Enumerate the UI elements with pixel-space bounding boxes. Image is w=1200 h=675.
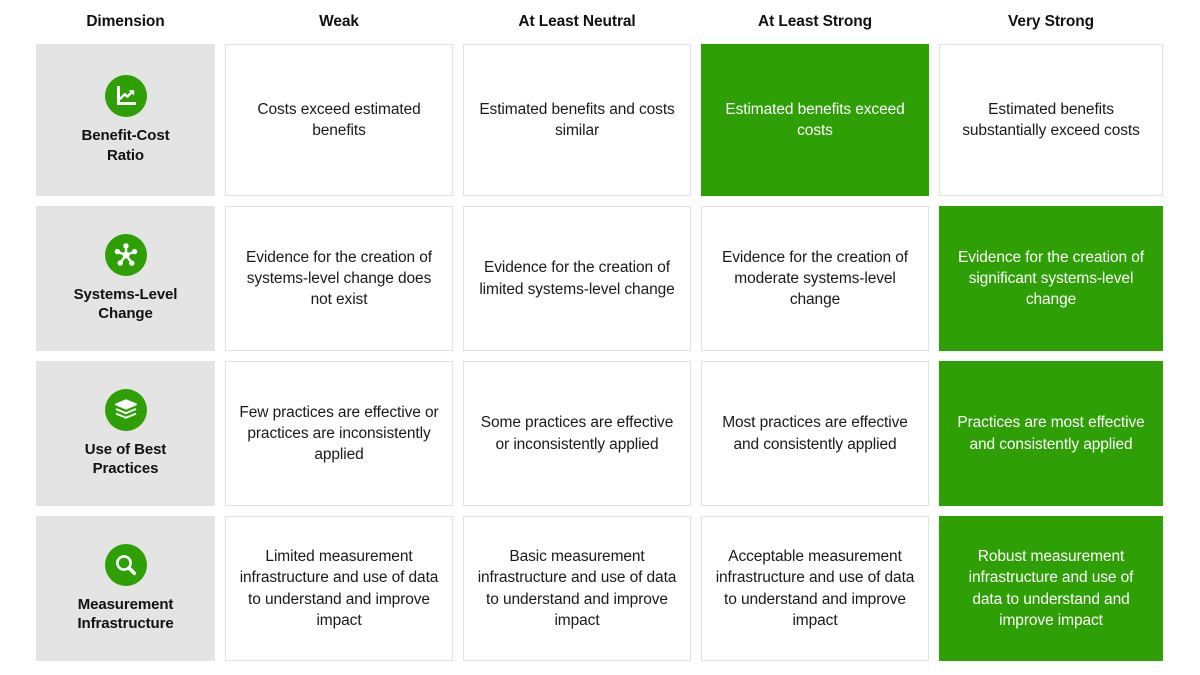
column-header-very-strong: Very Strong <box>1008 13 1094 31</box>
cell-text: Estimated benefits and costs similar <box>479 100 675 139</box>
left-gutter <box>0 516 36 661</box>
cell-at-least-neutral[interactable]: Basic measurement infrastructure and use… <box>463 516 691 661</box>
magnifier-icon <box>104 543 147 586</box>
cell-text: Estimated benefits substantially exceed … <box>962 100 1140 139</box>
cell-text: Acceptable measurement infrastructure an… <box>715 548 915 629</box>
cell-text: Evidence for the creation of moderate sy… <box>722 248 908 309</box>
cell-text: Practices are most effective and consist… <box>957 414 1145 453</box>
cell-text: Most practices are effective and consist… <box>722 414 908 453</box>
cell-weak[interactable]: Costs exceed estimated benefits <box>225 44 453 196</box>
dimension-label: Measurement Infrastructure <box>77 595 174 632</box>
cell-text: Some practices are effective or inconsis… <box>480 414 674 453</box>
cell-text: Costs exceed estimated benefits <box>257 100 421 139</box>
table-row: Use of Best Practices Few practices are … <box>0 361 1200 506</box>
dimension-label: Systems-Level Change <box>73 285 178 322</box>
dimension-cell-measurement-infrastructure: Measurement Infrastructure <box>36 516 215 661</box>
column-header-at-least-neutral: At Least Neutral <box>518 13 636 31</box>
left-gutter <box>0 206 36 351</box>
cell-text: Few practices are effective or practices… <box>239 403 439 464</box>
gutter <box>929 206 939 351</box>
cell-weak[interactable]: Evidence for the creation of systems-lev… <box>225 206 453 351</box>
dimension-cell-systems-level-change: Systems-Level Change <box>36 206 215 351</box>
cell-text: Basic measurement infrastructure and use… <box>477 548 677 629</box>
cell-weak[interactable]: Few practices are effective or practices… <box>225 361 453 506</box>
cell-weak[interactable]: Limited measurement infrastructure and u… <box>225 516 453 661</box>
gutter <box>691 44 701 196</box>
left-gutter <box>0 361 36 506</box>
cell-text: Robust measurement infrastructure and us… <box>968 548 1134 629</box>
cell-at-least-neutral[interactable]: Estimated benefits and costs similar <box>463 44 691 196</box>
cell-at-least-strong[interactable]: Estimated benefits exceed costs <box>701 44 929 196</box>
cell-text: Evidence for the creation of limited sys… <box>479 259 675 298</box>
dimension-label: Use of Best Practices <box>84 440 167 477</box>
column-header-dimension: Dimension <box>86 13 165 31</box>
gutter <box>215 516 225 661</box>
cell-at-least-neutral[interactable]: Some practices are effective or inconsis… <box>463 361 691 506</box>
cell-very-strong[interactable]: Robust measurement infrastructure and us… <box>939 516 1163 661</box>
layers-stack-icon <box>104 388 147 431</box>
chart-growth-icon <box>104 75 147 118</box>
right-gutter <box>1163 361 1200 506</box>
gutter <box>691 206 701 351</box>
cell-very-strong[interactable]: Evidence for the creation of significant… <box>939 206 1163 351</box>
gutter <box>215 361 225 506</box>
network-hub-icon <box>104 233 147 276</box>
right-gutter <box>1163 44 1200 196</box>
right-gutter <box>1163 516 1200 661</box>
gutter <box>453 361 463 506</box>
gutter <box>929 516 939 661</box>
cell-at-least-neutral[interactable]: Evidence for the creation of limited sys… <box>463 206 691 351</box>
gutter <box>215 206 225 351</box>
gutter <box>453 516 463 661</box>
cell-text: Evidence for the creation of systems-lev… <box>246 248 432 309</box>
cell-text: Evidence for the creation of significant… <box>958 248 1144 309</box>
cell-very-strong[interactable]: Estimated benefits substantially exceed … <box>939 44 1163 196</box>
cell-at-least-strong[interactable]: Evidence for the creation of moderate sy… <box>701 206 929 351</box>
left-gutter <box>0 44 36 196</box>
gutter <box>929 44 939 196</box>
gutter <box>929 361 939 506</box>
gutter <box>215 44 225 196</box>
column-header-at-least-strong: At Least Strong <box>758 13 872 31</box>
table-row: Benefit-Cost Ratio Costs exceed estimate… <box>0 44 1200 196</box>
gutter <box>691 516 701 661</box>
cell-very-strong[interactable]: Practices are most effective and consist… <box>939 361 1163 506</box>
matrix-header-row: Dimension Weak At Least Neutral At Least… <box>0 0 1200 44</box>
right-gutter <box>1163 206 1200 351</box>
gutter <box>453 206 463 351</box>
cell-text: Estimated benefits exceed costs <box>725 100 905 139</box>
table-row: Systems-Level Change Evidence for the cr… <box>0 206 1200 351</box>
cell-at-least-strong[interactable]: Acceptable measurement infrastructure an… <box>701 516 929 661</box>
gutter <box>691 361 701 506</box>
table-row: Measurement Infrastructure Limited measu… <box>0 516 1200 661</box>
dimension-cell-benefit-cost-ratio: Benefit-Cost Ratio <box>36 44 215 196</box>
cell-text: Limited measurement infrastructure and u… <box>239 548 439 629</box>
dimension-cell-use-of-best-practices: Use of Best Practices <box>36 361 215 506</box>
cell-at-least-strong[interactable]: Most practices are effective and consist… <box>701 361 929 506</box>
gutter <box>453 44 463 196</box>
column-header-weak: Weak <box>319 13 359 31</box>
dimension-label: Benefit-Cost Ratio <box>81 127 170 164</box>
